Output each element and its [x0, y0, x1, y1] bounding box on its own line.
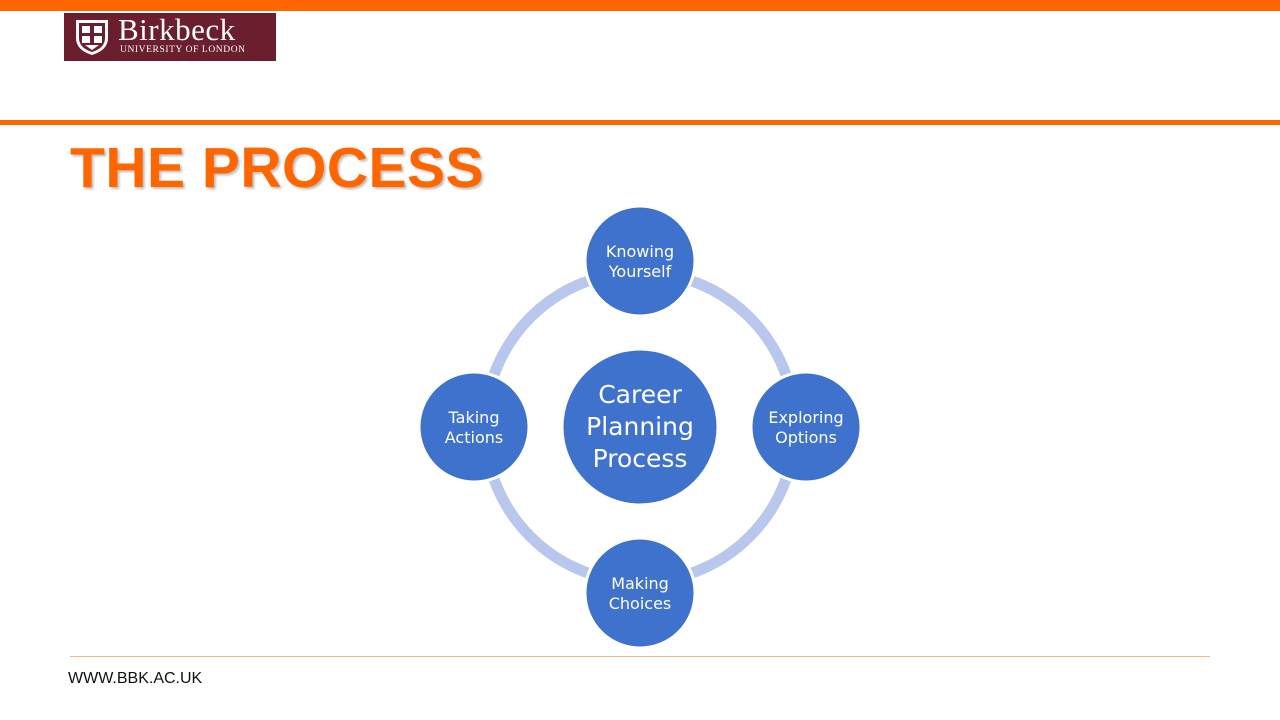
node-making-choices: Making Choices — [583, 536, 697, 650]
birkbeck-logo[interactable]: Birkbeck UNIVERSITY OF LONDON — [64, 13, 276, 61]
footer-website-link[interactable]: WWW.BBK.AC.UK — [68, 670, 203, 687]
node-taking-actions: Taking Actions — [417, 370, 531, 484]
career-cycle-diagram: Career Planning Process Knowing Yourself… — [417, 204, 863, 650]
node-knowing-yourself: Knowing Yourself — [583, 204, 697, 318]
node-exploring-options-line-1: Exploring — [768, 408, 843, 427]
node-taking-actions-line-2: Actions — [445, 428, 503, 447]
footer-divider — [70, 656, 1210, 657]
shield-icon — [76, 20, 108, 55]
center-node: Career Planning Process — [560, 347, 720, 507]
node-knowing-yourself-line-2: Yourself — [608, 262, 672, 281]
center-node-line-2: Planning — [586, 412, 694, 441]
top-accent-bar — [0, 0, 1280, 11]
header-divider — [0, 120, 1280, 125]
node-knowing-yourself-line-1: Knowing — [606, 242, 674, 261]
node-making-choices-line-2: Choices — [609, 594, 672, 613]
node-exploring-options: Exploring Options — [749, 370, 863, 484]
center-node-line-1: Career — [598, 380, 682, 409]
node-taking-actions-line-1: Taking — [448, 408, 500, 427]
logo-subtitle: UNIVERSITY OF LONDON — [120, 45, 246, 55]
logo-name: Birkbeck — [118, 12, 236, 47]
node-making-choices-line-1: Making — [611, 574, 669, 593]
center-node-line-3: Process — [593, 444, 688, 473]
node-exploring-options-line-2: Options — [775, 428, 837, 447]
page-title: THE PROCESS — [70, 136, 485, 200]
